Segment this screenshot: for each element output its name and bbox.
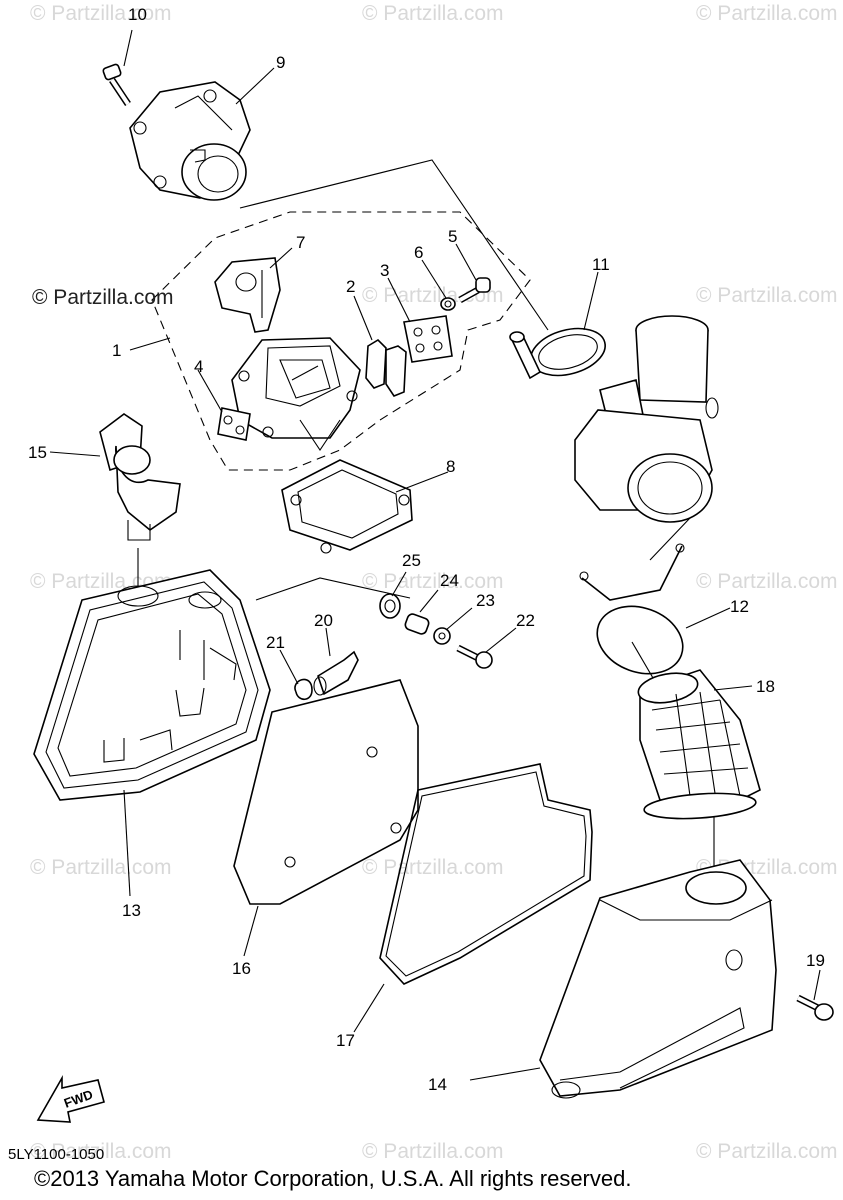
- part-15-air-duct[interactable]: [99, 413, 181, 541]
- label-6: 6: [414, 243, 423, 262]
- part-20-hose[interactable]: [313, 650, 359, 696]
- watermark: © Partzilla.com: [696, 2, 838, 25]
- label-12: 12: [730, 597, 749, 616]
- label-18: 18: [756, 677, 775, 696]
- part-4-gasket[interactable]: [217, 407, 251, 441]
- part-12-ring-clip[interactable]: [579, 543, 692, 685]
- label-17: 17: [336, 1031, 355, 1050]
- watermark: © Partzilla.com: [696, 284, 838, 307]
- label-16: 16: [232, 959, 251, 978]
- fwd-arrow-icon: FWD: [36, 1074, 105, 1123]
- assembly-outline: [151, 211, 531, 471]
- watermark: © Partzilla.com: [30, 856, 172, 879]
- label-14: 14: [428, 1075, 447, 1094]
- watermark: © Partzilla.com: [30, 1140, 172, 1163]
- watermark: © Partzilla.com: [30, 2, 172, 25]
- label-15: 15: [28, 443, 47, 462]
- label-1: 1: [112, 341, 121, 360]
- part-7-stopper[interactable]: [214, 257, 281, 333]
- part-17-seal[interactable]: [379, 763, 593, 985]
- label-2: 2: [346, 277, 355, 296]
- part-14-air-filter-cap[interactable]: [539, 859, 777, 1099]
- label-25: 25: [402, 551, 421, 570]
- watermark: © Partzilla.com: [362, 1140, 504, 1163]
- part-18-intake-joint[interactable]: [636, 669, 761, 822]
- part-21-clip[interactable]: [294, 678, 313, 701]
- label-9: 9: [276, 53, 285, 72]
- label-8: 8: [446, 457, 455, 476]
- part-1-reed-valve-assembly[interactable]: [231, 337, 361, 451]
- label-11: 11: [592, 255, 610, 274]
- part-25-grommet[interactable]: [379, 593, 401, 619]
- part-5-screw[interactable]: [458, 277, 491, 304]
- label-3: 3: [380, 261, 389, 280]
- part-11-hose-clamp[interactable]: [509, 321, 610, 383]
- part-6-washer[interactable]: [440, 297, 456, 311]
- part-23-washer[interactable]: [433, 627, 451, 645]
- part-8-gasket[interactable]: [281, 459, 413, 554]
- watermark: © Partzilla.com: [362, 284, 504, 307]
- part-9-intake-manifold[interactable]: [129, 81, 251, 201]
- label-19: 19: [806, 951, 825, 970]
- watermark: © Partzilla.com: [362, 856, 504, 879]
- partzilla-brand: © Partzilla.com: [32, 286, 174, 309]
- label-21: 21: [266, 633, 285, 652]
- watermark: © Partzilla.com: [696, 1140, 838, 1163]
- part-16-air-filter[interactable]: [233, 679, 419, 905]
- part-19-screw[interactable]: [796, 994, 834, 1021]
- label-23: 23: [476, 591, 495, 610]
- part-24-collar[interactable]: [404, 613, 430, 636]
- part-13-air-filter-case[interactable]: [33, 569, 271, 801]
- label-24: 24: [440, 571, 459, 590]
- label-7: 7: [296, 233, 305, 252]
- part-2-reed-valve[interactable]: [365, 338, 407, 397]
- part-10-bolt[interactable]: [102, 63, 131, 106]
- label-20: 20: [314, 611, 333, 630]
- part-3-gasket[interactable]: [403, 315, 453, 363]
- label-13: 13: [122, 901, 141, 920]
- label-22: 22: [516, 611, 535, 630]
- diagram-code: 5LY1100-1050: [8, 1146, 105, 1163]
- watermark: © Partzilla.com: [362, 2, 504, 25]
- copyright-notice: ©2013 Yamaha Motor Corporation, U.S.A. A…: [34, 1166, 632, 1191]
- carburetor: [574, 315, 719, 523]
- label-5: 5: [448, 227, 457, 246]
- part-22-screw[interactable]: [456, 644, 493, 669]
- label-4: 4: [194, 357, 203, 376]
- label-10: 10: [128, 5, 147, 24]
- watermark: © Partzilla.com: [696, 570, 838, 593]
